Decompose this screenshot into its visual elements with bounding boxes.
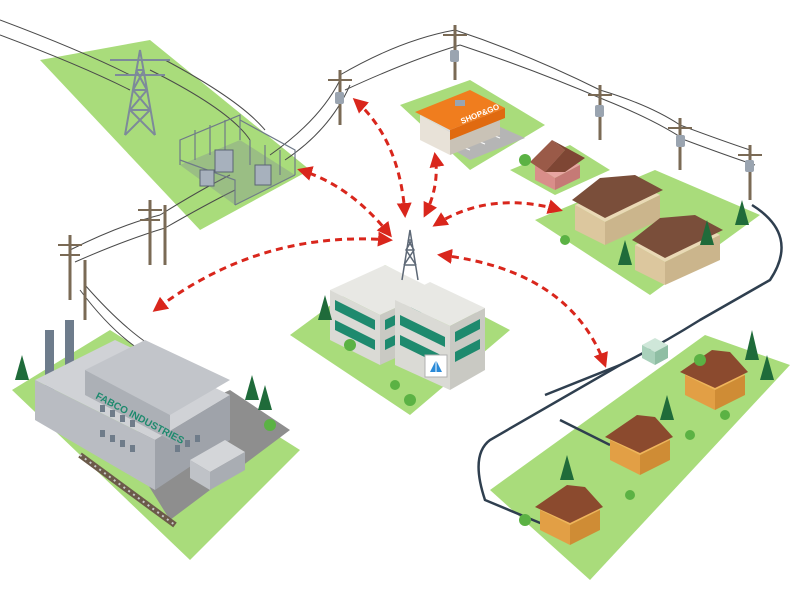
utility-pole-5 bbox=[738, 145, 762, 200]
townhouse-row-2 bbox=[632, 215, 723, 285]
townhouse-row-1 bbox=[572, 175, 663, 245]
underground-cable-branch bbox=[544, 363, 621, 397]
arrow-to-suburb bbox=[437, 248, 608, 368]
suburban-house-1 bbox=[680, 350, 748, 410]
utility-pole-6 bbox=[58, 235, 82, 300]
suburban-house-3 bbox=[535, 485, 603, 545]
utility-pole-7 bbox=[138, 200, 162, 265]
factory: FABCO INDUSTRIES bbox=[35, 320, 245, 490]
cottage bbox=[530, 140, 585, 190]
transmission-tower-icon bbox=[110, 49, 170, 136]
communication-arrows bbox=[152, 98, 608, 368]
substation-icon bbox=[179, 114, 296, 206]
arrow-to-substation bbox=[297, 166, 392, 238]
suburban-house-2 bbox=[605, 415, 673, 475]
utility-logo-icon bbox=[424, 354, 448, 378]
arrow-to-pole bbox=[352, 98, 412, 218]
convenience-store: SHOP&GO bbox=[415, 90, 505, 155]
transmission-ground bbox=[40, 40, 310, 230]
power-lines bbox=[0, 19, 756, 351]
radio-antenna-icon bbox=[401, 229, 419, 281]
shrubs bbox=[264, 154, 730, 526]
underground-cable-branch-2 bbox=[559, 418, 611, 447]
trees bbox=[15, 200, 774, 480]
pole-transformers bbox=[335, 50, 754, 172]
arrow-to-townhouses bbox=[432, 199, 563, 227]
arrow-to-factory bbox=[152, 231, 393, 312]
arrow-to-store bbox=[423, 152, 445, 218]
transformer-box-icon bbox=[642, 338, 668, 365]
